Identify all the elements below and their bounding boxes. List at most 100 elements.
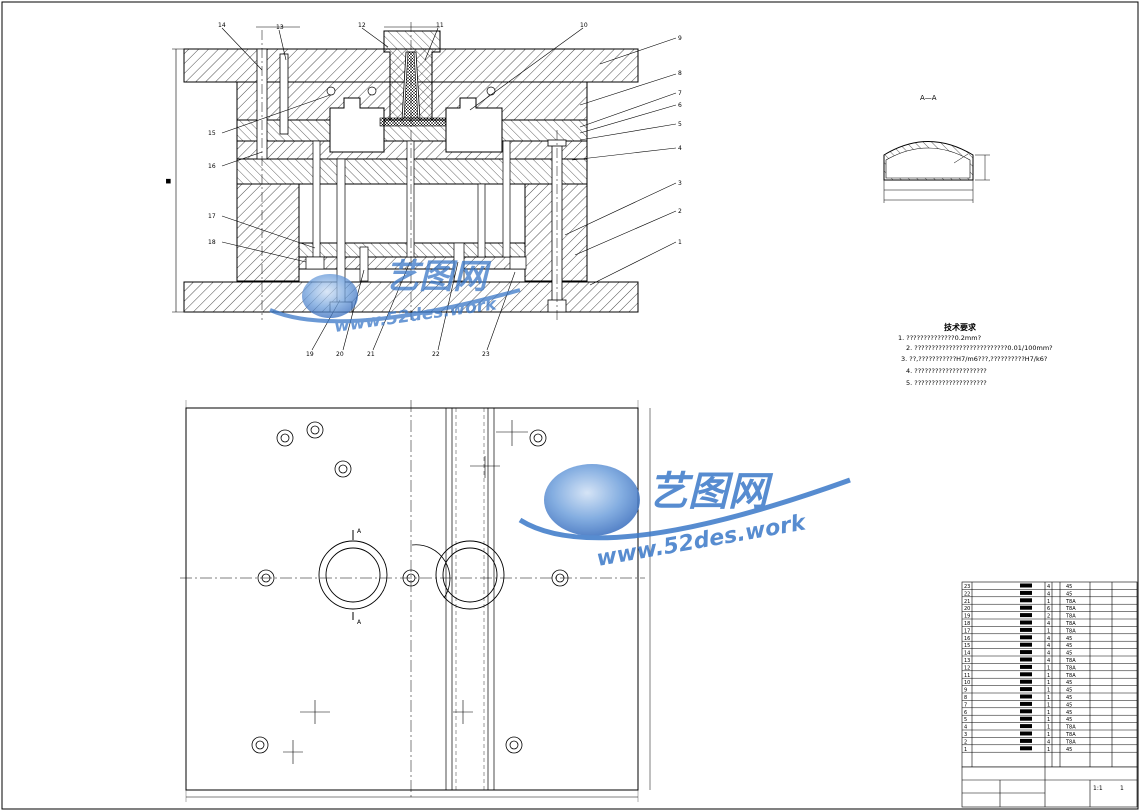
svg-text:■: ■	[165, 178, 172, 184]
bom-cell-qty: 4	[1047, 643, 1050, 649]
bom-cell-qty: 1	[1047, 599, 1050, 605]
svg-text:1: 1	[678, 239, 682, 246]
tech-req-item-2: 2. ???????????????????????????0.01/100mm…	[906, 344, 1053, 352]
tech-req-title: 技术要求	[944, 323, 976, 332]
bom-cell-name-glyph	[1020, 620, 1032, 625]
bom-cell-no: 3	[964, 732, 967, 738]
svg-text:23: 23	[482, 351, 490, 358]
bom-cell-no: 23	[964, 584, 970, 590]
bom-cell-qty: 2	[1047, 614, 1050, 620]
bom-cell-no: 20	[964, 606, 970, 612]
bom-cell-qty: 1	[1047, 695, 1050, 701]
bom-cell-qty: 6	[1047, 606, 1050, 612]
bom-cell-material: T8A	[1065, 599, 1076, 605]
bom-cell-no: 10	[964, 680, 970, 686]
bom-cell-name-glyph	[1020, 716, 1032, 721]
title-block-sheet: 1	[1120, 785, 1124, 792]
front-section-view: ■	[165, 22, 639, 320]
bom-cell-material: 45	[1066, 643, 1072, 649]
tech-req-item-5: 5. ?????????????????????	[906, 379, 987, 387]
bom-cell-material: 45	[1066, 680, 1072, 686]
bom-cell-qty: 4	[1047, 584, 1050, 590]
bom-cell-qty: 4	[1047, 739, 1050, 745]
bom-cell-qty: 1	[1047, 717, 1050, 723]
svg-text:21: 21	[367, 351, 375, 358]
bom-cell-material: 45	[1066, 688, 1072, 694]
bom-cell-no: 9	[964, 688, 967, 694]
bom-cell-no: 6	[964, 710, 967, 716]
bom-cell-no: 7	[964, 702, 967, 708]
bom-cell-material: T8A	[1065, 673, 1076, 679]
bom-cell-qty: 1	[1047, 673, 1050, 679]
bom-cell-qty: 4	[1047, 636, 1050, 642]
bom-cell-qty: 1	[1047, 710, 1050, 716]
section-a-a-label: A—A	[920, 94, 937, 102]
bom-cell-material: T8A	[1065, 628, 1076, 634]
bom-cell-qty: 1	[1047, 725, 1050, 731]
svg-text:4: 4	[678, 145, 682, 152]
bom-cell-name-glyph	[1020, 583, 1032, 588]
bom-cell-no: 13	[964, 658, 970, 664]
bom-cell-qty: 1	[1047, 688, 1050, 694]
bill-of-materials	[961, 581, 1138, 808]
tech-req-item-3: 3. ??,???????????H7/m6???,??????????H7/k…	[901, 355, 1048, 363]
bom-cell-no: 2	[964, 739, 967, 745]
bom-cell-no: 19	[964, 614, 970, 620]
watermark-lower-cn: 艺图网	[648, 469, 774, 515]
bom-cell-qty: 1	[1047, 665, 1050, 671]
bom-cell-material: T8A	[1065, 725, 1076, 731]
watermark-upper-cn: 艺图网	[385, 257, 492, 297]
bom-cell-name-glyph	[1020, 590, 1032, 595]
bom-cell-no: 16	[964, 636, 970, 642]
svg-text:12: 12	[358, 22, 366, 29]
bom-cell-material: 45	[1066, 695, 1072, 701]
bom-cell-no: 8	[964, 695, 967, 701]
bom-cell-name-glyph	[1020, 598, 1032, 603]
bom-cell-name-glyph	[1020, 738, 1032, 743]
svg-text:5: 5	[678, 121, 682, 128]
bom-cell-material: T8A	[1065, 614, 1076, 620]
bom-cell-name-glyph	[1020, 701, 1032, 706]
tech-req-item-1: 1. ??????????????0.2mm?	[898, 334, 982, 342]
bom-cell-material: 45	[1066, 747, 1072, 753]
bom-cell-name-glyph	[1020, 657, 1032, 662]
bom-cell-material: 45	[1066, 651, 1072, 657]
svg-text:20: 20	[336, 351, 344, 358]
bom-cell-name-glyph	[1020, 664, 1032, 669]
bom-cell-no: 15	[964, 643, 970, 649]
bom-cell-name-glyph	[1020, 650, 1032, 655]
bom-cell-material: 45	[1066, 584, 1072, 590]
svg-text:7: 7	[678, 90, 682, 97]
bom-cell-material: T8A	[1065, 621, 1076, 627]
bom-cell-material: T8A	[1065, 739, 1076, 745]
bom-cell-material: T8A	[1065, 732, 1076, 738]
svg-text:2: 2	[678, 208, 682, 215]
svg-text:9: 9	[678, 35, 682, 42]
svg-text:15: 15	[208, 130, 216, 137]
svg-text:14: 14	[218, 22, 226, 29]
plan-view: A A	[180, 400, 651, 802]
bom-cell-qty: 4	[1047, 651, 1050, 657]
bom-cell-qty: 4	[1047, 658, 1050, 664]
bom-cell-material: T8A	[1065, 658, 1076, 664]
bom-cell-no: 21	[964, 599, 970, 605]
svg-text:16: 16	[208, 163, 216, 170]
bom-cell-name-glyph	[1020, 679, 1032, 684]
bom-cell-material: 45	[1066, 702, 1072, 708]
bom-cell-name-glyph	[1020, 672, 1032, 677]
bom-cell-name-glyph	[1020, 613, 1032, 618]
bom-cell-name-glyph	[1020, 635, 1032, 640]
svg-text:3: 3	[678, 180, 682, 187]
bom-cell-name-glyph	[1020, 687, 1032, 692]
svg-text:8: 8	[678, 70, 682, 77]
bom-cell-no: 11	[964, 673, 970, 679]
svg-text:19: 19	[306, 351, 314, 358]
bom-cell-material: T8A	[1065, 665, 1076, 671]
section-a-a-view: A—A	[883, 94, 990, 203]
technical-requirements: 技术要求	[896, 322, 976, 333]
bom-cell-material: T8A	[1065, 606, 1076, 612]
